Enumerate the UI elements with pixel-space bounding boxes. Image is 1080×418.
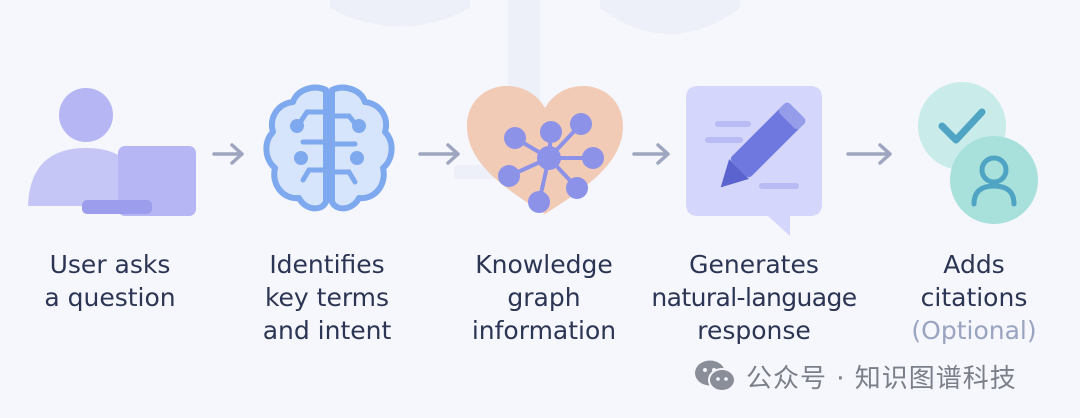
check-user-badges-icon — [918, 82, 1038, 224]
step-label-line: a question — [44, 283, 176, 312]
step-label-line: response — [697, 316, 811, 345]
arrow-right-icon — [846, 143, 892, 165]
step-label-line: natural-language — [651, 283, 857, 312]
step-3-label: Knowledge graph information — [446, 248, 642, 347]
optional-note: (Optional) — [911, 316, 1037, 345]
watermark-text: 公众号 · 知识图谱科技 — [746, 363, 1017, 394]
user-laptop-icon — [28, 88, 196, 216]
watermark: 公众号 · 知识图谱科技 — [694, 356, 1017, 396]
arrow-right-icon — [212, 143, 244, 165]
arrow-right-icon — [418, 143, 460, 165]
pencil-speech-bubble-icon — [686, 86, 822, 236]
step-label-line: Knowledge — [475, 250, 613, 279]
step-label-line: information — [471, 316, 617, 345]
arrow-right-icon — [632, 143, 670, 165]
step-label-line: key terms — [264, 283, 390, 312]
step-label-line: User asks — [49, 250, 171, 279]
step-2-label: Identifies key terms and intent — [230, 248, 424, 347]
step-label-line: Identifies — [269, 250, 385, 279]
step-label-line: Generates — [689, 250, 819, 279]
step-label-line: citations — [920, 283, 1028, 312]
knowledge-graph-heart-icon — [467, 86, 623, 214]
brain-icon — [263, 84, 395, 212]
step-label-line: Adds — [943, 250, 1005, 279]
step-5-label: Adds citations (Optional) — [882, 248, 1066, 347]
step-1-label: User asks a question — [12, 248, 208, 314]
step-4-label: Generates natural-language response — [640, 248, 868, 347]
wechat-icon — [695, 360, 736, 392]
step-label-line: graph — [507, 283, 581, 312]
step-label-line: and intent — [262, 316, 392, 345]
